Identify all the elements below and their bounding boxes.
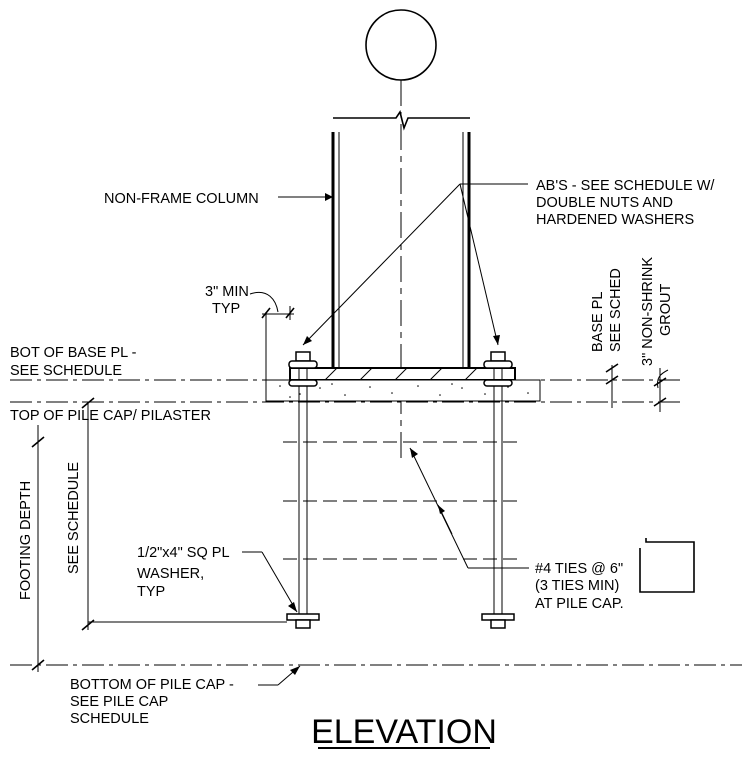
washer-right-top — [483, 360, 513, 369]
nut-left-bottom — [295, 619, 311, 629]
label-abs-1: AB'S - SEE SCHEDULE W/ — [536, 178, 715, 194]
grid-bubble — [365, 9, 437, 81]
label-bottom-3: SCHEDULE — [70, 711, 149, 727]
see-schedule-dimension — [81, 397, 287, 631]
anchor-rod-left — [298, 352, 308, 622]
label-abs-3: HARDENED WASHERS — [536, 212, 694, 228]
washer-left-bottom — [288, 379, 318, 387]
base-pl-dimension — [605, 363, 669, 412]
plate-washer-right — [481, 613, 515, 621]
grout-stipple — [279, 383, 529, 398]
nut-right-bottom — [490, 619, 506, 629]
ties-leader — [409, 447, 529, 569]
label-footing-depth: FOOTING DEPTH — [18, 481, 34, 600]
label-ties-1: #4 TIES @ 6" — [535, 561, 623, 577]
column-break-line — [333, 110, 470, 131]
base-plate-hatch — [324, 367, 478, 381]
anchor-rod-right — [493, 352, 503, 622]
bottom-leader — [258, 665, 301, 686]
label-non-frame-column: NON-FRAME COLUMN — [104, 191, 259, 207]
label-top-pile-cap: TOP OF PILE CAP/ PILASTER — [10, 408, 211, 424]
label-ties-3: AT PILE CAP. — [535, 596, 624, 612]
label-grout-1: 3" NON-SHRINK — [640, 257, 656, 366]
label-bottom-1: BOTTOM OF PILE CAP - — [70, 677, 234, 693]
label-washer-1: 1/2"x4" SQ PL — [137, 545, 230, 561]
tie-detail-icon — [639, 538, 695, 593]
label-bot-base-1: BOT OF BASE PL - — [10, 345, 137, 361]
nut-left-top — [295, 351, 311, 362]
drawing-title: ELEVATION — [311, 713, 497, 751]
column-leader — [278, 193, 333, 201]
grout-pad — [265, 379, 541, 402]
footing-depth-dimension — [31, 425, 45, 672]
label-see-schedule: SEE SCHEDULE — [66, 462, 82, 574]
label-min-2: TYP — [212, 301, 240, 317]
label-bottom-2: SEE PILE CAP — [70, 694, 168, 710]
base-plate — [289, 367, 516, 381]
label-bot-base-2: SEE SCHEDULE — [10, 363, 122, 379]
label-ties-2: (3 TIES MIN) — [535, 578, 619, 594]
washer-leader — [242, 551, 298, 613]
label-abs-2: DOUBLE NUTS AND — [536, 195, 673, 211]
washer-right-bottom — [483, 379, 513, 387]
label-washer-2: WASHER, — [137, 566, 204, 582]
label-washer-3: TYP — [137, 584, 165, 600]
label-min-1: 3" MIN — [205, 284, 249, 300]
min-dimension — [249, 292, 295, 380]
abs-leader — [302, 183, 528, 346]
plate-washer-left — [286, 613, 320, 621]
label-base-pl-2: SEE SCHED — [608, 268, 624, 352]
nut-right-top — [490, 351, 506, 362]
label-grout-2: GROUT — [658, 284, 674, 337]
label-base-pl-1: BASE PL — [590, 292, 606, 352]
washer-left-top — [288, 360, 318, 369]
